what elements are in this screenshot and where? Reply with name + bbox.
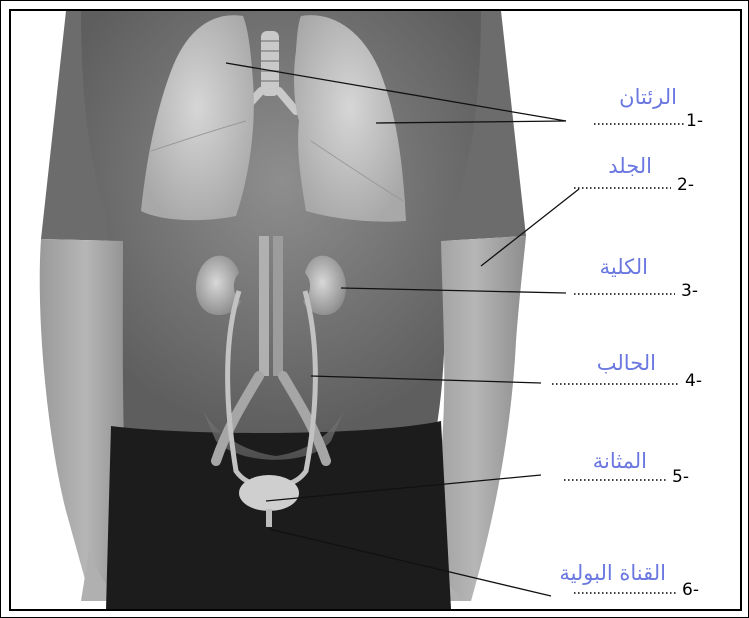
label-number-5: 5-: [672, 467, 689, 487]
bladder: [239, 475, 299, 511]
aorta: [259, 236, 269, 376]
answer-ureter: الحالب: [597, 351, 656, 375]
urethra: [266, 509, 272, 527]
label-number-2: 2-: [677, 175, 694, 195]
answer-kidney: الكلية: [600, 255, 648, 279]
label-number-3: 3-: [681, 281, 698, 301]
vena-cava: [273, 236, 283, 376]
shorts: [106, 421, 451, 609]
answer-skin: الجلد: [608, 154, 652, 178]
label-number-6: 6-: [682, 580, 699, 600]
diagram-frame: 1- 2- 3- 4- 5- 6- الرئتان الجلد الكلية ا…: [9, 9, 742, 611]
label-number-4: 4-: [685, 371, 702, 391]
label-number-1: 1-: [686, 111, 703, 131]
answer-lungs: الرئتان: [619, 85, 677, 109]
answer-urethra: القناة البولية: [559, 561, 666, 585]
answer-bladder: المثانة: [593, 449, 647, 473]
